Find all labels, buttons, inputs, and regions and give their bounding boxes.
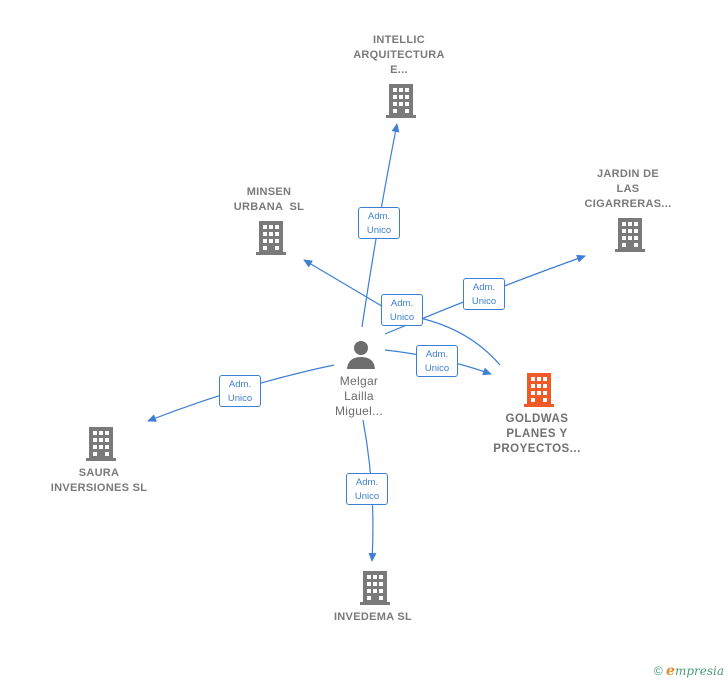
building-icon[interactable] [615, 218, 645, 252]
label-line: MINSEN [246, 186, 292, 198]
building-icon[interactable] [386, 84, 416, 118]
building-icon[interactable] [86, 427, 116, 461]
brand-name: mpresia [674, 664, 724, 678]
person-icon[interactable] [346, 340, 376, 370]
edge-label-jardin[interactable]: Adm. Unico [463, 278, 505, 310]
edge-label-intellic[interactable]: Adm. Unico [358, 207, 400, 239]
label-line: E... [390, 64, 408, 76]
node-label-minsen[interactable]: MINSEN URBANA SL [199, 185, 339, 215]
copyright-icon: © [653, 664, 663, 678]
label-line: PROYECTOS... [493, 443, 581, 455]
edge-label-type: Unico [227, 393, 253, 404]
brand-initial: e [666, 663, 675, 679]
edge-label-role: Adm. [390, 298, 414, 309]
edge-label-saura[interactable]: Adm. Unico [219, 375, 261, 407]
label-line: URBANA SL [233, 201, 305, 213]
label-line: ARQUITECTURA [353, 49, 445, 61]
edge-label-role: Adm. [472, 282, 496, 293]
label-line: Melgar [339, 374, 379, 388]
label-line: SAURA [78, 467, 120, 479]
node-label-melgar[interactable]: Melgar Lailla Miguel... [289, 374, 429, 419]
node-label-invedema[interactable]: INVEDEMA SL [303, 610, 443, 625]
edge-label-type: Unico [389, 312, 415, 323]
edge-label-role: Adm. [425, 349, 449, 360]
edge-label-role: Adm. [355, 477, 379, 488]
label-line: INVEDEMA SL [333, 611, 413, 623]
node-label-intellic[interactable]: INTELLIC ARQUITECTURA E... [329, 33, 469, 78]
edge-label-type: Unico [471, 296, 497, 307]
label-line: JARDIN DE [597, 168, 659, 180]
label-line: LAS [616, 183, 640, 195]
building-icon[interactable] [524, 373, 554, 407]
edge-label-type: Unico [424, 363, 450, 374]
edge-label-type: Unico [366, 225, 392, 236]
edge-to-goldwas-a [419, 317, 501, 366]
brand-logo: empresia [666, 663, 724, 679]
label-line: CIGARRERAS... [584, 198, 672, 210]
building-icon[interactable] [360, 571, 390, 605]
node-label-saura[interactable]: SAURA INVERSIONES SL [29, 466, 169, 496]
label-line: GOLDWAS [505, 413, 569, 425]
edge-label-role: Adm. [228, 379, 252, 390]
node-label-goldwas[interactable]: GOLDWAS PLANES Y PROYECTOS... [467, 412, 607, 457]
label-line: Miguel... [334, 404, 384, 418]
label-line: INTELLIC [373, 34, 425, 46]
node-label-jardin[interactable]: JARDIN DE LAS CIGARRERAS... [558, 167, 698, 212]
label-line: PLANES Y [506, 428, 568, 440]
edge-label-role: Adm. [367, 211, 391, 222]
edge-label-type: Unico [354, 491, 380, 502]
edge-label-goldwas[interactable]: Adm. Unico [416, 345, 458, 377]
label-line: Lailla [344, 389, 374, 403]
edge-label-invedema[interactable]: Adm. Unico [346, 473, 388, 505]
label-line: INVERSIONES SL [50, 482, 148, 494]
building-icon[interactable] [256, 221, 286, 255]
footer-brand[interactable]: © empresia [654, 663, 724, 679]
edge-label-minsen[interactable]: Adm. Unico [381, 294, 423, 326]
